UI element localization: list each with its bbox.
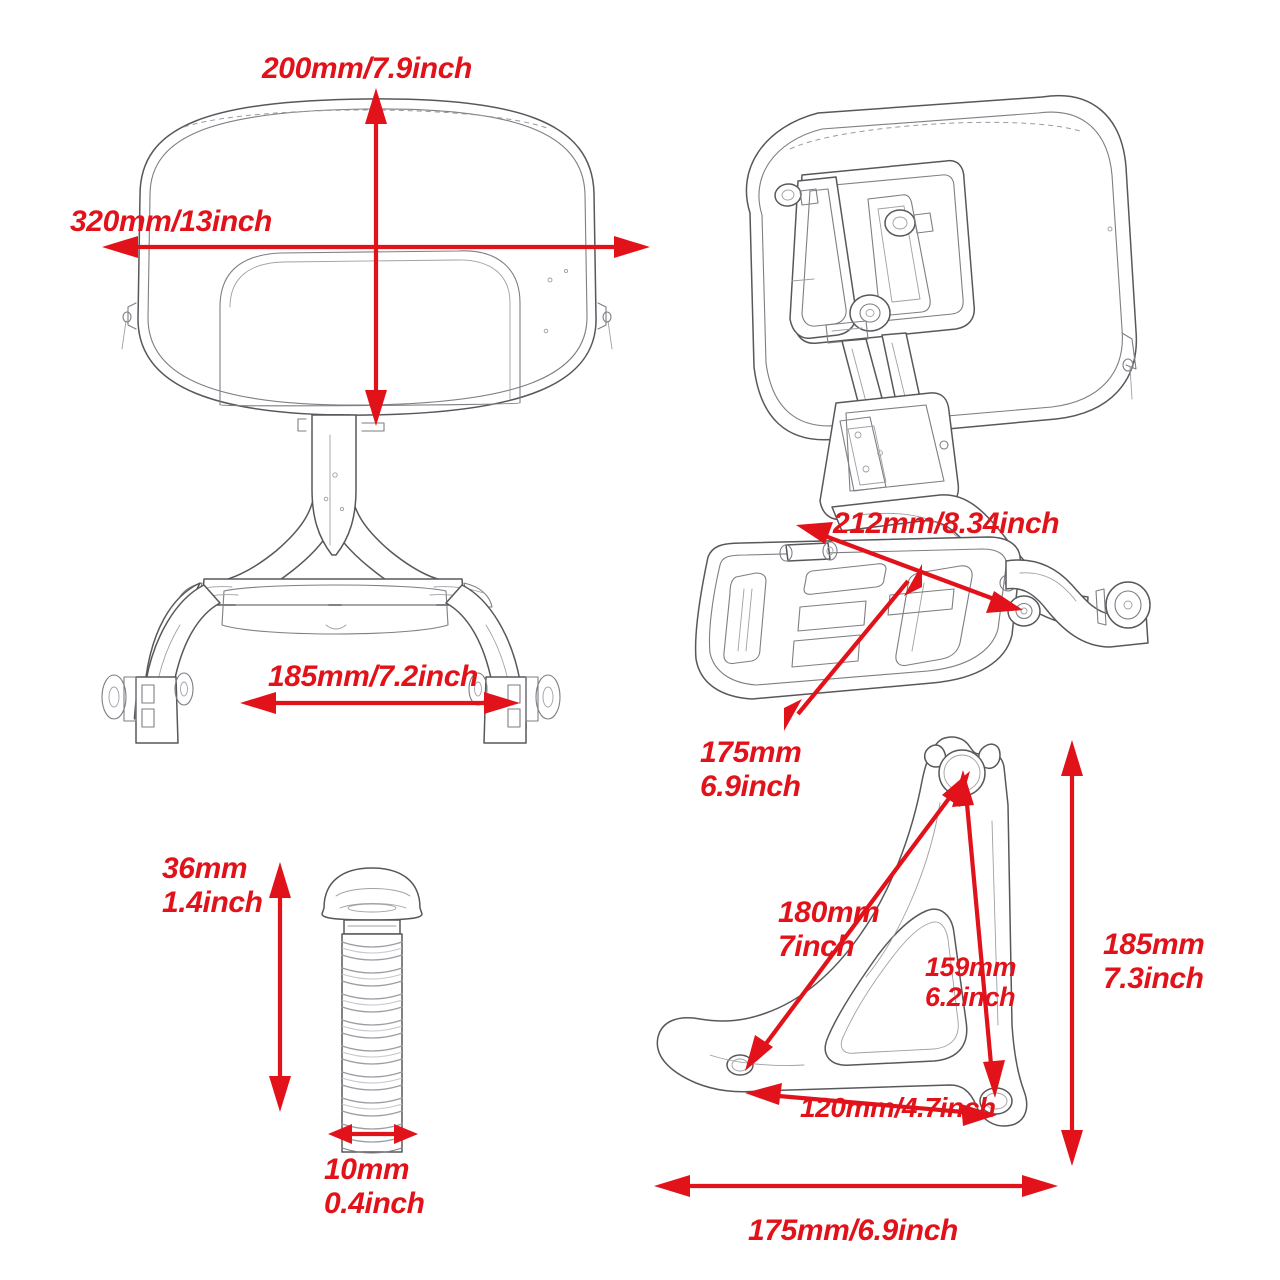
bolt-head xyxy=(321,867,423,921)
arrow-bolt-diameter xyxy=(328,1124,418,1144)
pivot-bolt-upper-left xyxy=(774,183,819,207)
bracket-hole-bottom-right xyxy=(979,1087,1013,1115)
zipper-pull-left xyxy=(121,302,137,350)
arrow-front-width xyxy=(102,236,650,258)
rack-hinge-pin xyxy=(779,541,838,562)
arrow-front-mount-span xyxy=(240,692,520,714)
zipper-pull-right xyxy=(597,302,613,350)
arm-pivot-outer xyxy=(1095,581,1151,629)
mount-foot-left xyxy=(101,672,194,744)
backrest-mount-hardware xyxy=(774,159,976,345)
bracket-plate xyxy=(656,736,1028,1127)
arrow-front-height xyxy=(365,88,387,426)
front-view xyxy=(80,85,680,765)
bolt-view xyxy=(310,860,450,1180)
arrow-bracket-horizontal xyxy=(745,1083,997,1126)
side-view xyxy=(690,94,1170,755)
arrow-rack-diagonal xyxy=(796,522,1023,613)
arrow-bolt-length xyxy=(269,862,291,1112)
mount-foot-right xyxy=(468,672,561,744)
lower-arm xyxy=(819,392,1089,628)
arrow-rack-depth xyxy=(784,564,922,731)
backrest-pad xyxy=(121,98,613,416)
pivot-bolt-upper-right xyxy=(884,209,934,237)
bracket-view xyxy=(640,725,1060,1195)
arrow-bracket-height xyxy=(1061,740,1083,1166)
bolt-thread xyxy=(341,933,403,1154)
arrow-bracket-vertical xyxy=(952,770,1005,1098)
arrow-bracket-width xyxy=(654,1175,1058,1197)
arrow-bracket-diagonal xyxy=(745,771,970,1071)
rack-support-arm xyxy=(1005,559,1151,648)
